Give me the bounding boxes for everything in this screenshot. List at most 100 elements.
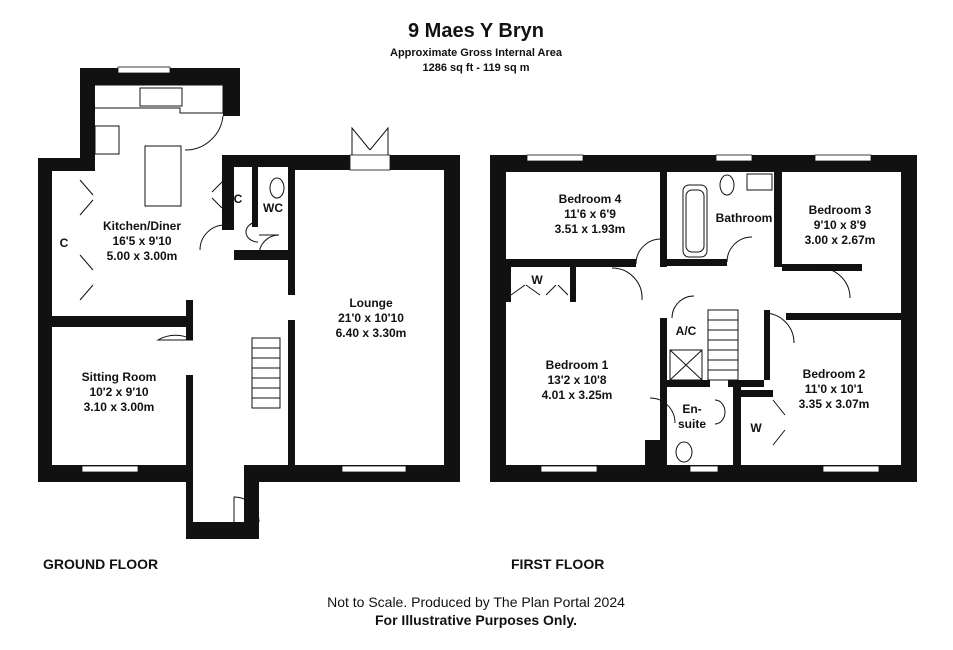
room-size-imperial: 16'5 x 9'10: [112, 234, 172, 248]
bath-inner: [685, 189, 705, 253]
window: [689, 465, 719, 473]
bedroom-1-label: Bedroom 1 13'2 x 10'8 4.01 x 3.25m: [542, 358, 613, 403]
wardrobe-label: W: [531, 273, 543, 287]
cupboard-doors: [211, 181, 223, 209]
wall: [764, 310, 770, 380]
room-size-imperial: 10'2 x 9'10: [89, 385, 149, 399]
room-size-imperial: 11'0 x 10'1: [804, 382, 864, 396]
wall: [782, 264, 862, 271]
illustrative-disclaimer: For Illustrative Purposes Only.: [374, 612, 578, 628]
wall: [660, 318, 667, 393]
window: [117, 66, 171, 74]
bathroom-label: Bathroom: [715, 211, 773, 225]
room-size-metric: 3.10 x 3.00m: [83, 400, 155, 414]
stair-treads: [708, 319, 738, 371]
wall: [52, 316, 189, 327]
wardrobe-doors: [772, 399, 786, 446]
wall: [186, 375, 193, 535]
wall: [444, 155, 460, 482]
wall: [774, 172, 782, 267]
shower-tray: [669, 349, 703, 381]
window: [526, 154, 584, 162]
wall: [223, 68, 240, 116]
wardrobe-doors: [510, 284, 569, 296]
room-name: Bedroom 2: [802, 367, 866, 381]
wall: [660, 172, 667, 267]
door-swing: [611, 267, 643, 301]
bath-icon: [682, 184, 708, 258]
window: [715, 154, 753, 162]
wall: [490, 155, 917, 172]
wall: [288, 320, 295, 482]
kitchen-diner-label: Kitchen/Diner 16'5 x 9'10 5.00 x 3.00m: [103, 219, 181, 264]
room-size-imperial: 9'10 x 8'9: [813, 218, 867, 232]
wall: [505, 264, 511, 302]
wall: [244, 465, 294, 482]
door-swing: [819, 267, 851, 299]
door-swing: [199, 224, 226, 251]
room-size-imperial: 21'0 x 10'10: [338, 311, 404, 325]
door-swing: [763, 312, 795, 344]
basin-icon: [245, 221, 259, 243]
wall: [234, 250, 294, 260]
wall: [728, 380, 764, 387]
stair-treads: [252, 347, 280, 399]
window: [814, 154, 872, 162]
room-name: Bedroom 4: [558, 192, 622, 206]
door-swing: [671, 295, 695, 319]
room-size-metric: 4.01 x 3.25m: [541, 388, 613, 402]
room-size-metric: 5.00 x 3.00m: [106, 249, 178, 263]
wall: [667, 259, 727, 266]
wall: [490, 155, 506, 482]
wall: [901, 155, 917, 482]
room-size-metric: 3.35 x 3.07m: [798, 397, 870, 411]
toilet-icon: [269, 177, 285, 199]
wall: [288, 465, 460, 482]
wc-label: WC: [263, 201, 283, 215]
wall: [80, 68, 95, 171]
wall: [288, 155, 295, 295]
door-swing: [635, 238, 662, 265]
toilet-icon: [719, 174, 735, 196]
basin-icon: [714, 399, 726, 425]
door-swing: [156, 334, 194, 341]
shower-icon: [669, 349, 703, 381]
room-name: En-: [682, 402, 702, 416]
plan-subtitle: Approximate Gross Internal Area: [390, 47, 562, 59]
wall: [733, 387, 741, 465]
ground-floor-plan: [38, 66, 460, 539]
sink-icon: [139, 87, 183, 107]
room-size-imperial: 11'6 x 6'9: [564, 207, 616, 221]
wall: [506, 259, 636, 267]
door-swing: [184, 115, 224, 151]
wall: [222, 155, 234, 230]
cupboard-label: C: [233, 192, 243, 206]
gross-area: 1286 sq ft - 119 sq m: [422, 62, 530, 74]
french-door-left: [351, 126, 371, 155]
lounge-label: Lounge 21'0 x 10'10 6.40 x 3.30m: [336, 296, 407, 341]
wall: [733, 390, 773, 397]
bedroom-2-label: Bedroom 2 11'0 x 10'1 3.35 x 3.07m: [799, 367, 870, 412]
room-size-metric: 3.00 x 2.67m: [804, 233, 876, 247]
wall: [645, 440, 667, 470]
hob-icon: [94, 125, 120, 155]
wall: [244, 465, 259, 539]
bedroom-3-label: Bedroom 3 9'10 x 8'9 3.00 x 2.67m: [805, 203, 876, 248]
toilet-icon: [675, 441, 693, 463]
room-name: Lounge: [349, 296, 393, 310]
cupboard-doors: [79, 179, 94, 301]
room-name: Kitchen/Diner: [102, 219, 182, 233]
room-name: suite: [677, 417, 707, 431]
wall: [660, 392, 667, 440]
scale-disclaimer: Not to Scale. Produced by The Plan Porta…: [327, 594, 625, 610]
plan-title: 9 Maes Y Bryn: [407, 20, 545, 42]
wall: [38, 158, 52, 482]
window: [822, 465, 880, 473]
wardrobe-label: W: [750, 421, 762, 435]
ground-floor-label: GROUND FLOOR: [43, 556, 159, 572]
kitchen-island: [144, 145, 182, 207]
room-size-imperial: 13'2 x 10'8: [547, 373, 607, 387]
wall: [186, 300, 193, 340]
wall: [570, 264, 576, 302]
